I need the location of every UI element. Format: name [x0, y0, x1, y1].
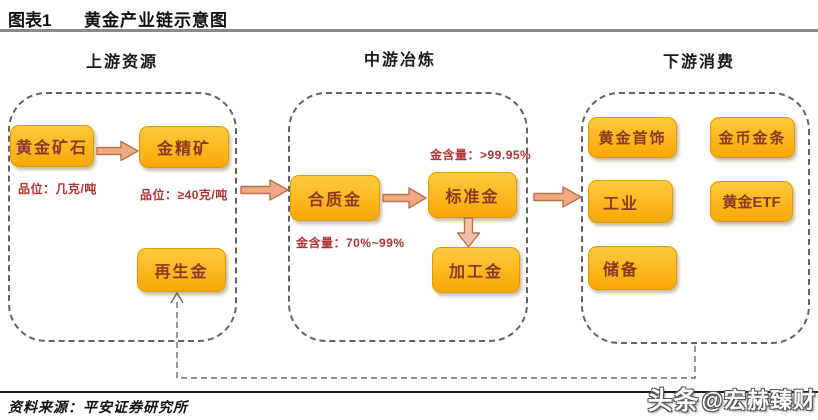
node-gold-ore: 黄金矿石 [10, 125, 94, 167]
arrow-midstream-to-downstream-icon [533, 186, 582, 208]
header-divider [0, 29, 818, 32]
figure-label: 图表1 [8, 11, 52, 30]
watermark: 头条 @宏赫臻财 [648, 381, 816, 417]
node-coins-bars: 金币金条 [710, 117, 795, 158]
arrow-upstream-to-midstream-icon [240, 179, 289, 201]
node-recycled-gold: 再生金 [137, 248, 226, 292]
toutiao-logo: 头条 [647, 387, 700, 415]
node-alloy-gold: 合质金 [290, 175, 380, 221]
arrow-ore-to-concentrate-icon [96, 140, 139, 162]
section-title-midstream: 中游冶炼 [364, 52, 437, 69]
node-standard-gold: 标准金 [428, 172, 517, 218]
annotation-alloy-content: 金含量：70%~99% [296, 236, 405, 250]
arrow-standard-to-processed-icon [456, 217, 481, 248]
section-title-downstream: 下游消费 [663, 54, 736, 71]
node-processed-gold: 加工金 [432, 247, 520, 293]
node-reserves: 储备 [588, 246, 677, 290]
node-industry: 工业 [588, 180, 673, 223]
annotation-concentrate-grade: 品位：≥40克/吨 [140, 188, 228, 202]
source-text: 资料来源：平安证券研究所 [8, 401, 188, 416]
node-gold-etf: 黄金ETF [710, 181, 793, 222]
arrow-alloy-to-standard-icon [382, 187, 427, 209]
page-title: 黄金产业链示意图 [84, 11, 228, 30]
node-gold-jewelry: 黄金首饰 [588, 117, 677, 158]
footer-divider [0, 391, 818, 393]
node-gold-concentrate: 金精矿 [139, 126, 229, 168]
section-title-upstream: 上游资源 [86, 54, 159, 71]
upstream-group-container [8, 92, 237, 342]
annotation-ore-grade: 品位：几克/吨 [18, 182, 97, 196]
watermark-handle: @宏赫臻财 [701, 388, 816, 413]
annotation-standard-content: 金含量：>99.95% [430, 148, 532, 162]
